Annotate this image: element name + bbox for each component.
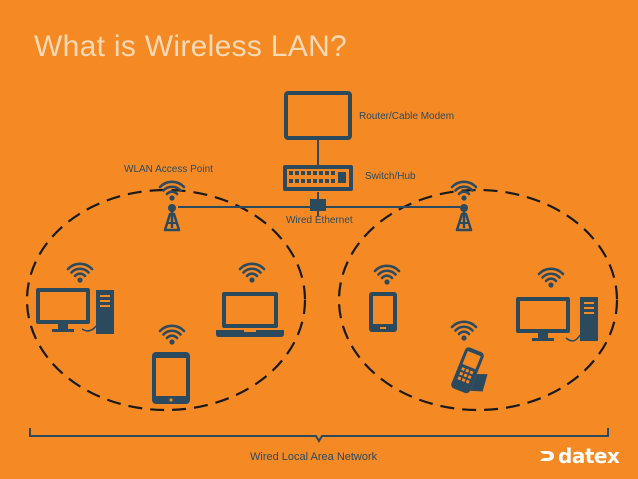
router-label: Router/Cable Modem [359,111,455,122]
router-icon [284,91,352,140]
wired-ethernet-label: Wired Ethernet [286,215,353,226]
handheld-scanner-icon [450,320,488,394]
laptop-icon [216,262,284,337]
tablet-icon [152,324,190,404]
small-tablet-icon [369,264,401,332]
wired-lan-label: Wired Local Area Network [250,451,378,463]
wired-lan-brace [29,428,609,443]
access-point-icon-right [450,180,478,232]
brand-name: datex [558,444,620,468]
desktop-computer-icon-left [36,262,114,334]
wireless-cell-left [25,188,307,412]
wireless-cell-right [337,188,619,412]
datex-logo: datex [538,444,620,468]
desktop-computer-icon-right [516,267,598,342]
datex-logo-icon [540,451,554,461]
slide-title: What is Wireless LAN? [34,30,348,63]
switch-label: Switch/Hub [365,171,416,182]
switch-icon [283,165,353,191]
access-point-label: WLAN Access Point [124,164,213,175]
